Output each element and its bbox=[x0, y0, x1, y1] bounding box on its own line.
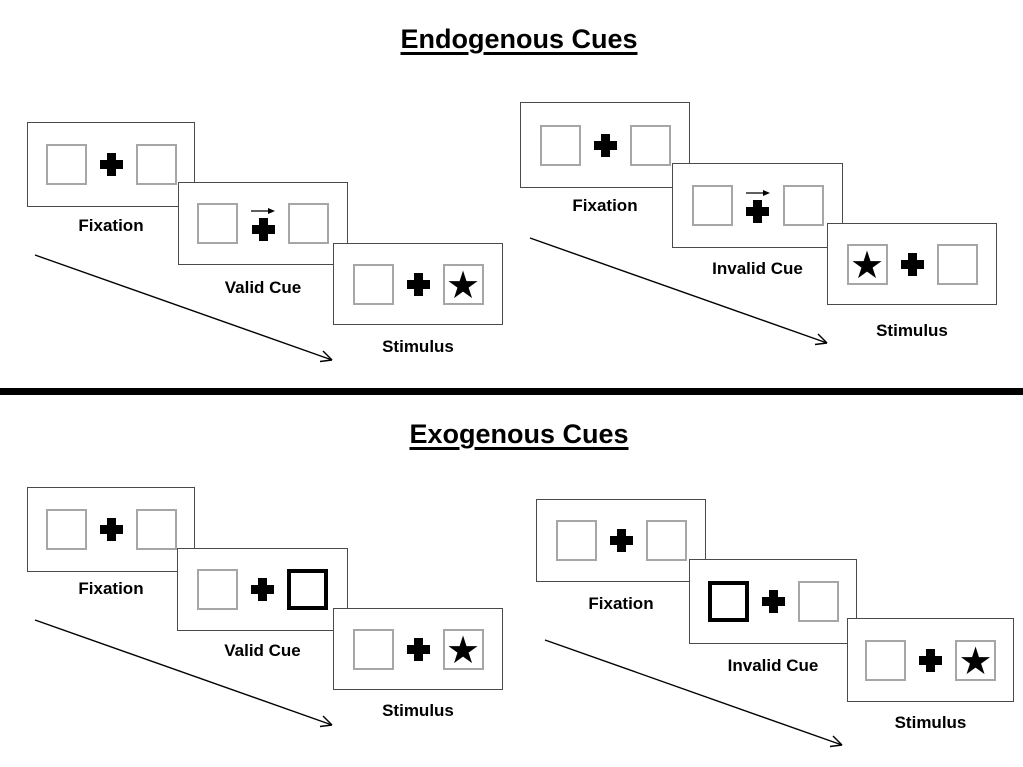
stimulus-panel: ★ bbox=[333, 608, 503, 690]
fixation-cross-icon bbox=[593, 133, 617, 157]
panel-label-fixation: Fixation bbox=[572, 196, 638, 215]
central-cue bbox=[251, 207, 275, 241]
fixation-cross-icon bbox=[99, 153, 123, 176]
section-title-endogenous-text: Endogenous Cues bbox=[400, 24, 638, 54]
left-target-box: ★ bbox=[846, 242, 888, 287]
exogenous-valid-cue-panel bbox=[177, 548, 348, 631]
left-placeholder-box bbox=[691, 185, 733, 226]
exogenous-invalid-cue-panel bbox=[689, 559, 857, 644]
right-highlighted-cue-box bbox=[287, 569, 328, 610]
fixation-cross-icon bbox=[251, 217, 275, 241]
panel-label-invalid-cue: Invalid Cue bbox=[727, 656, 819, 675]
star-stimulus-icon: ★ bbox=[958, 638, 993, 683]
section-title-exogenous-text: Exogenous Cues bbox=[409, 419, 629, 449]
fixation-cross-icon bbox=[251, 578, 274, 601]
section-title-endogenous: Endogenous Cues bbox=[0, 22, 1023, 56]
right-placeholder-box bbox=[782, 185, 824, 226]
panel-label-stimulus: Stimulus bbox=[382, 701, 454, 720]
central-cue bbox=[745, 189, 770, 223]
panel-label-fixation: Fixation bbox=[78, 216, 144, 235]
time-sequence-arrow bbox=[529, 237, 828, 346]
star-stimulus-icon: ★ bbox=[445, 262, 481, 307]
endogenous-valid-cue-panel bbox=[178, 182, 348, 265]
left-placeholder-box bbox=[352, 263, 394, 305]
right-target-box: ★ bbox=[442, 262, 484, 307]
fixation-cross-icon bbox=[761, 590, 785, 613]
time-sequence-arrow bbox=[544, 639, 843, 748]
panel-label-stimulus: Stimulus bbox=[894, 713, 967, 732]
endogenous-invalid-cue-panel bbox=[672, 163, 843, 248]
right-arrow-cue-icon bbox=[251, 207, 275, 214]
stimulus-panel: ★ bbox=[333, 243, 503, 325]
fixation-panel bbox=[536, 499, 706, 582]
left-placeholder-box bbox=[45, 144, 87, 185]
section-divider bbox=[0, 388, 1023, 395]
star-stimulus-icon: ★ bbox=[445, 627, 481, 672]
right-placeholder-box bbox=[645, 520, 687, 561]
fixation-cross-icon bbox=[406, 272, 430, 296]
fixation-cross-icon bbox=[99, 518, 123, 541]
left-highlighted-cue-box bbox=[707, 581, 749, 622]
section-title-exogenous: Exogenous Cues bbox=[0, 417, 1023, 451]
left-placeholder-box bbox=[352, 628, 394, 670]
stimulus-panel: ★ bbox=[847, 618, 1014, 702]
right-target-box: ★ bbox=[955, 638, 996, 683]
right-arrow-cue-icon bbox=[745, 189, 770, 196]
stimulus-panel: ★ bbox=[827, 223, 997, 305]
panel-label-fixation: Fixation bbox=[588, 594, 654, 613]
right-placeholder-box bbox=[797, 581, 839, 622]
fixation-cross-icon bbox=[609, 529, 633, 552]
left-placeholder-box bbox=[555, 520, 597, 561]
time-sequence-arrow bbox=[34, 254, 333, 363]
left-placeholder-box bbox=[197, 203, 238, 244]
panel-label-valid-cue: Valid Cue bbox=[224, 278, 302, 297]
right-placeholder-box bbox=[135, 509, 177, 550]
left-placeholder-box bbox=[45, 509, 87, 550]
time-sequence-arrow bbox=[34, 619, 333, 728]
fixation-cross-icon bbox=[406, 637, 430, 661]
right-placeholder-box bbox=[629, 124, 671, 166]
right-placeholder-box bbox=[936, 243, 978, 285]
panel-label-fixation: Fixation bbox=[78, 579, 144, 598]
fixation-cross-icon bbox=[900, 252, 924, 276]
star-stimulus-icon: ★ bbox=[849, 242, 885, 287]
left-placeholder-box bbox=[865, 639, 906, 681]
left-placeholder-box bbox=[539, 124, 581, 166]
right-placeholder-box bbox=[135, 144, 177, 185]
fixation-panel bbox=[520, 102, 690, 188]
panel-label-stimulus: Stimulus bbox=[876, 321, 948, 340]
fixation-panel bbox=[27, 122, 195, 207]
panel-label-invalid-cue: Invalid Cue bbox=[712, 259, 803, 278]
fixation-cross-icon bbox=[919, 648, 942, 672]
fixation-panel bbox=[27, 487, 195, 572]
right-placeholder-box bbox=[288, 203, 329, 244]
panel-label-valid-cue: Valid Cue bbox=[224, 641, 301, 660]
right-target-box: ★ bbox=[442, 627, 484, 672]
panel-label-stimulus: Stimulus bbox=[382, 337, 454, 356]
fixation-cross-icon bbox=[746, 199, 769, 223]
left-placeholder-box bbox=[197, 569, 238, 610]
